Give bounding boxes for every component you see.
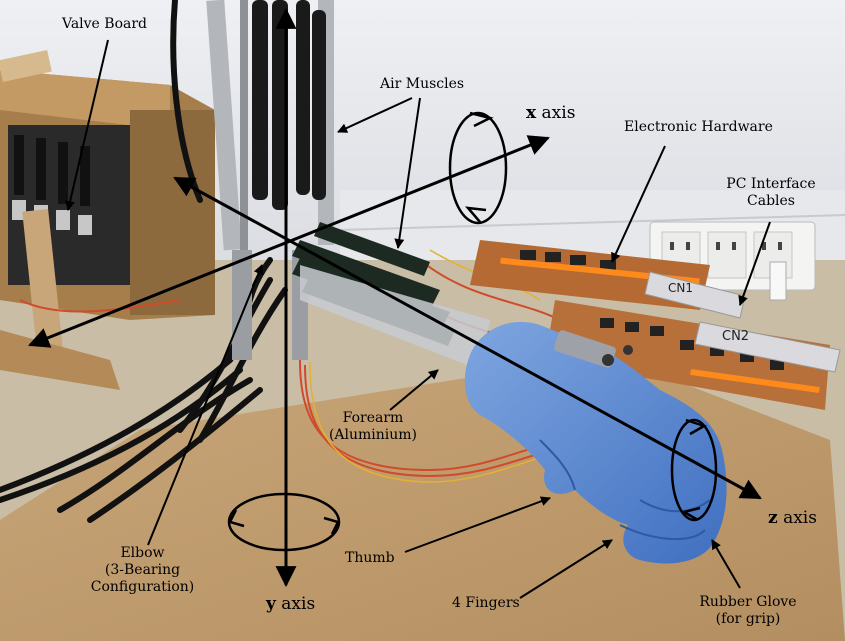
x-rotation-ellipse [448,111,508,225]
label-elbow-line2: (3-Bearing [104,562,181,578]
annotation-overlay [28,7,771,599]
label-air-muscles: Air Muscles [380,76,465,92]
air-muscles-leader-1 [337,97,413,133]
x-rotation-arrowhead [469,111,494,128]
x-axis-word: axis [541,103,576,123]
label-x-axis: x axis [526,103,575,123]
rubber-glove-leader [711,539,741,589]
z-axis-letter: z [768,508,778,528]
label-elbow-line3: Configuration) [90,579,195,595]
label-electronic-hardware: Electronic Hardware [624,119,773,135]
label-four-fingers: 4 Fingers [452,595,520,611]
z-axis-arrow [173,176,762,500]
y-axis-letter: y [266,594,276,614]
label-y-axis: y axis [266,594,315,614]
elbow-leader [147,264,264,546]
x-axis-letter: x [526,103,537,123]
connector-cn1: CN1 [668,281,693,295]
z-rotation-ellipse [670,418,718,522]
four-fingers-leader [519,539,613,599]
label-rubber-glove-line2: (for grip) [715,611,781,627]
label-valve-board: Valve Board [62,16,148,32]
label-forearm-line2: (Aluminium) [328,427,418,443]
label-elbow-line1: Elbow [120,545,165,561]
label-rubber-glove-line1: Rubber Glove [699,594,797,610]
label-rubber-glove: Rubber Glove (for grip) [688,594,808,628]
connector-cn2: CN2 [722,329,749,344]
label-forearm-line1: Forearm [342,410,404,426]
electronic-hardware-leader [611,145,666,263]
z-rotation-arrowhead [685,418,708,436]
valve-board-leader [65,39,109,211]
thumb-leader [404,496,551,553]
y-rotation-arrowhead [228,509,245,528]
pc-interface-leader [738,221,771,306]
label-z-axis: z axis [768,508,817,528]
label-pc-interface-cables: PC Interface Cables [716,176,826,210]
air-muscles-leader-2 [394,97,421,249]
label-thumb: Thumb [345,550,395,566]
label-elbow: Elbow (3-Bearing Configuration) [80,545,205,596]
y-axis-word: axis [281,594,316,614]
label-pc-interface-line1: PC Interface [726,176,816,192]
label-forearm: Forearm (Aluminium) [318,410,428,444]
z-axis-word: axis [783,508,817,528]
forearm-leader [389,369,439,411]
label-pc-interface-line2: Cables [747,193,795,209]
